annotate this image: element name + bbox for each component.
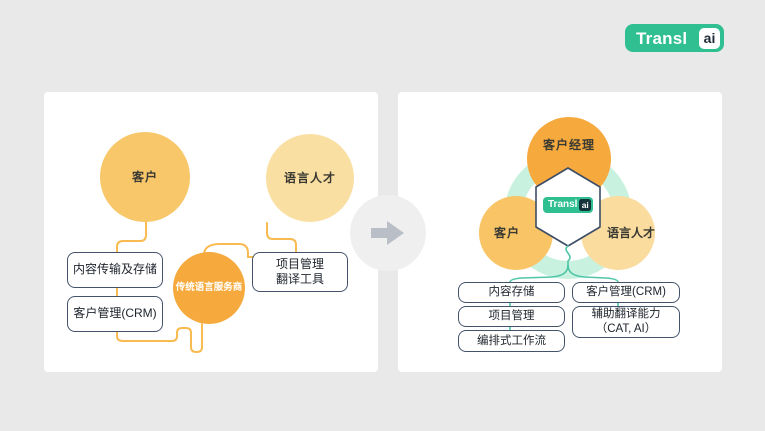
hexagon-logo-ai-badge: ai (579, 199, 591, 211)
box-crm-left: 客户管理(CRM) (67, 296, 163, 332)
box-pm-line1: 项目管理 (275, 256, 324, 271)
translai-logo: Transl ai (625, 24, 724, 52)
box-assisted-translation-line1: 辅助翻译能力 (591, 308, 661, 321)
box-assisted-translation-line2: （CAT, AI） (595, 323, 657, 335)
circle-account-manager-label: 客户经理 (542, 138, 595, 152)
connector-lsp-to-pm (202, 243, 254, 261)
box-crm-right: 客户管理(CRM) (572, 282, 680, 303)
connector-hexagon-squiggle (565, 245, 571, 266)
arrow-right-icon (371, 221, 404, 245)
circle-language-talent-label: 语言人才 (283, 170, 336, 185)
translai-hexagon-logo: Transl ai (543, 197, 593, 213)
translai-logo-text: Transl (636, 28, 688, 48)
connector-crm-to-lsp-squiggle (116, 323, 203, 353)
box-content-storage-label: 内容存储 (488, 286, 535, 299)
box-content-storage: 内容存储 (458, 282, 565, 303)
connector-talent-to-pm (266, 222, 297, 253)
transition-bubble (350, 195, 426, 271)
box-crm-left-label: 客户管理(CRM) (73, 306, 157, 321)
connector-branch-left (509, 264, 569, 283)
box-orchestrated-workflow: 编排式工作流 (458, 330, 565, 352)
circle-customer: 客户 (100, 132, 190, 222)
circle-customer-right-label: 客户 (493, 226, 520, 240)
box-orchestrated-workflow-label: 编排式工作流 (477, 334, 546, 347)
box-project-management: 项目管理 (458, 306, 565, 327)
box-project-management-tools: 项目管理 翻译工具 (252, 252, 348, 292)
orange-connector-lines (116, 221, 297, 353)
circle-traditional-lsp-label: 传统语言服务商 (175, 282, 243, 294)
connector-branch-right (567, 264, 619, 283)
box-project-management-label: 项目管理 (488, 310, 535, 323)
box-pm-line2: 翻译工具 (275, 272, 324, 286)
circle-language-talent-right-label: 语言人才 (606, 226, 655, 240)
circle-customer-label: 客户 (131, 169, 158, 184)
box-assisted-translation: 辅助翻译能力 （CAT, AI） (572, 306, 680, 338)
hexagon-logo-text: Transl (548, 199, 578, 210)
circle-traditional-lsp: 传统语言服务商 (173, 252, 245, 324)
box-crm-right-label: 客户管理(CRM) (586, 286, 666, 299)
connector-customer-to-content (116, 221, 147, 253)
panel-translai: Transl ai 客户经理 客户 语言人才 内容存储 客户管理(CRM) 项目… (398, 92, 722, 372)
panel-traditional-lsp: 客户 语言人才 传统语言服务商 内容传输及存储 客户管理(CRM) 项目管理 翻… (44, 92, 378, 372)
circle-language-talent: 语言人才 (266, 134, 354, 222)
box-content-transfer-storage-label: 内容传输及存储 (72, 262, 157, 277)
translai-logo-ai-badge: ai (699, 27, 720, 49)
box-content-transfer-storage: 内容传输及存储 (67, 252, 163, 288)
